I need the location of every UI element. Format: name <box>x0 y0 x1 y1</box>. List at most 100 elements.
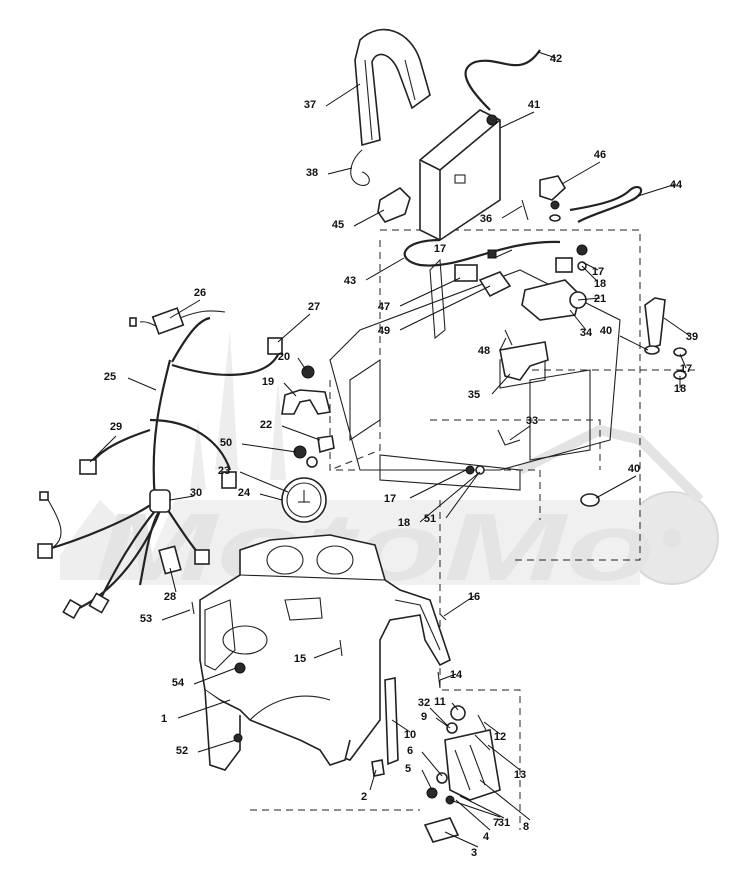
callout-leader-line <box>445 473 479 519</box>
battery-strap <box>354 28 431 147</box>
battery-cable-positive <box>464 49 541 111</box>
callout-number-21: 21 <box>594 293 606 305</box>
callout-number-10: 10 <box>404 729 416 741</box>
callout-leader-line <box>429 707 449 727</box>
callout-number-17: 17 <box>434 243 446 255</box>
callout-leader-line <box>459 795 505 819</box>
callout-leader-line <box>444 831 479 848</box>
callout-number-6: 6 <box>407 745 413 757</box>
frame-assembly <box>329 258 621 491</box>
callout-leader-line <box>369 769 377 791</box>
callout-leader-line <box>619 335 649 351</box>
callout-number-24: 24 <box>238 487 251 499</box>
callout-number-17: 17 <box>680 363 692 375</box>
callout-number-43: 43 <box>344 275 356 287</box>
callout-number-14: 14 <box>450 669 463 681</box>
callout-leader-line <box>509 425 531 441</box>
starter-relay <box>521 244 588 321</box>
battery <box>419 109 501 241</box>
relay-bracket <box>499 341 549 381</box>
callout-number-13: 13 <box>514 769 526 781</box>
callout-leader-line <box>455 799 491 831</box>
callout-leader-line <box>581 265 599 283</box>
screw-53 <box>191 601 195 615</box>
callout-number-1: 1 <box>161 713 167 725</box>
starter-cable <box>569 185 643 223</box>
callout-leader-line <box>419 471 481 523</box>
callout-leader-line <box>177 699 231 719</box>
callout-leader-line <box>277 313 311 343</box>
callout-number-52: 52 <box>176 745 188 757</box>
callout-number-39: 39 <box>686 331 698 343</box>
screw-36 <box>521 199 529 221</box>
callout-number-48: 48 <box>478 345 490 357</box>
callout-number-16: 16 <box>468 591 480 603</box>
callout-leader-line <box>663 317 691 337</box>
callout-leader-line <box>197 739 237 753</box>
callout-number-17: 17 <box>384 493 396 505</box>
callout-leader-line <box>89 435 117 463</box>
callout-leader-line <box>365 257 405 281</box>
callout-number-4: 4 <box>483 831 490 843</box>
grommet-40-lower <box>580 493 600 507</box>
callout-number-19: 19 <box>262 376 274 388</box>
bracket-33 <box>497 429 521 446</box>
callout-number-7: 7 <box>493 817 499 829</box>
callout-leader-line <box>479 779 531 821</box>
callout-number-22: 22 <box>260 419 272 431</box>
callout-leader-line <box>581 261 599 271</box>
callout-leader-line <box>399 277 461 307</box>
callout-number-34: 34 <box>580 327 593 339</box>
callout-leader-line <box>297 357 307 371</box>
callout-leader-line <box>595 475 637 499</box>
callout-leader-line <box>283 382 297 397</box>
callout-leader-line <box>409 469 467 499</box>
trim-strip <box>384 677 399 766</box>
callout-leader-line <box>169 567 177 593</box>
callout-number-15: 15 <box>294 653 306 665</box>
callout-number-37: 37 <box>304 99 316 111</box>
washer-top <box>549 214 561 222</box>
callout-number-38: 38 <box>306 167 318 179</box>
callout-number-17: 17 <box>592 266 604 278</box>
callout-number-51: 51 <box>424 513 436 525</box>
callout-leader-line <box>169 299 201 319</box>
strap-hook <box>350 149 370 186</box>
screw-15 <box>339 639 343 657</box>
callout-leader-line <box>443 595 475 617</box>
callout-number-53: 53 <box>140 613 152 625</box>
callout-leader-line <box>499 111 535 129</box>
callout-leader-line <box>569 309 587 331</box>
terminal-boot-46 <box>539 175 567 201</box>
callout-number-3: 3 <box>471 847 477 859</box>
callout-number-50: 50 <box>220 437 232 449</box>
callout-number-40: 40 <box>628 463 640 475</box>
callout-leader-line <box>499 337 507 351</box>
callout-number-30: 30 <box>190 487 202 499</box>
screw-52 <box>233 733 243 743</box>
callout-leader-line <box>193 667 237 685</box>
callout-number-36: 36 <box>480 213 492 225</box>
callout-leader-line <box>537 51 557 59</box>
callout-number-31: 31 <box>498 817 510 829</box>
callout-leader-line <box>259 493 283 501</box>
callout-leader-line <box>161 609 191 621</box>
nut-17-center <box>465 465 475 475</box>
screw-14 <box>437 671 441 689</box>
taillight-assembly <box>371 705 501 843</box>
callout-number-40: 40 <box>600 325 612 337</box>
callout-leader-line <box>491 373 511 395</box>
washer-18-center <box>475 465 485 475</box>
nut-17-right <box>673 347 687 357</box>
callout-number-11: 11 <box>434 696 446 708</box>
callout-leader-line <box>561 161 601 185</box>
callout-number-26: 26 <box>194 287 206 299</box>
callout-leader-line <box>421 751 443 777</box>
spacer-tube <box>644 297 666 355</box>
callout-leader-line <box>313 647 341 659</box>
callout-number-47: 47 <box>378 301 390 313</box>
callout-number-28: 28 <box>164 591 176 603</box>
callout-number-5: 5 <box>405 763 411 775</box>
callout-leader-line <box>493 249 513 259</box>
callout-number-9: 9 <box>421 711 427 723</box>
